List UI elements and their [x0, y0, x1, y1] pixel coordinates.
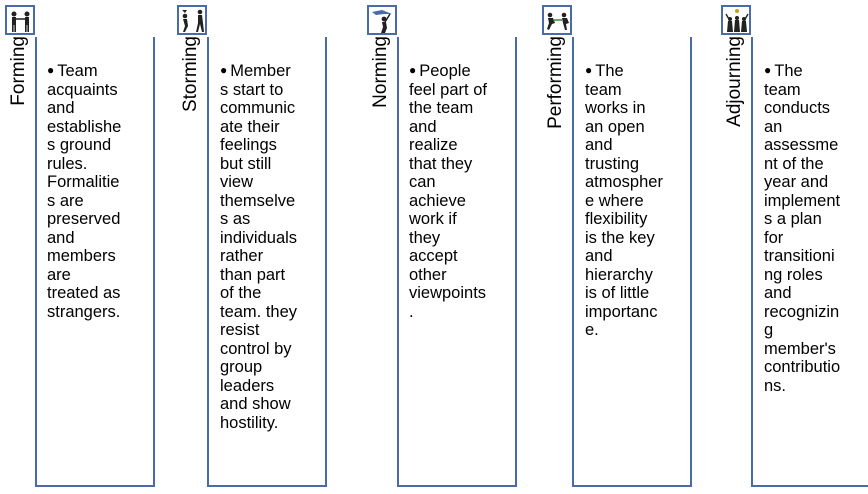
- stage-panel: [207, 37, 327, 487]
- stage-label: Adjourning: [724, 36, 745, 127]
- stage-label: Performing: [545, 36, 566, 129]
- stage-label: Storming: [180, 36, 201, 113]
- people-running-icon: [542, 5, 572, 35]
- people-celebrating-icon: [721, 5, 751, 35]
- stage-description: ●Team acquaints and establishes ground r…: [47, 62, 122, 321]
- stage-label: Norming: [370, 36, 391, 108]
- stage-panel: [751, 37, 868, 487]
- stage-description: ●People feel part of the team and realiz…: [409, 62, 487, 321]
- people-meeting-icon: [5, 5, 35, 35]
- people-arguing-icon: [177, 5, 207, 35]
- stage-description: ●Members start to communicate their feel…: [220, 62, 298, 432]
- stage-panel: [397, 37, 517, 487]
- stage-panel: [35, 37, 155, 487]
- stage-description: ●The team works in an open and trusting …: [585, 62, 663, 339]
- person-reaching-icon: [367, 5, 397, 35]
- stage-description: ●The team conducts an assessment of the …: [764, 62, 841, 395]
- stage-label: Forming: [8, 36, 29, 106]
- stage-panel: [572, 37, 692, 487]
